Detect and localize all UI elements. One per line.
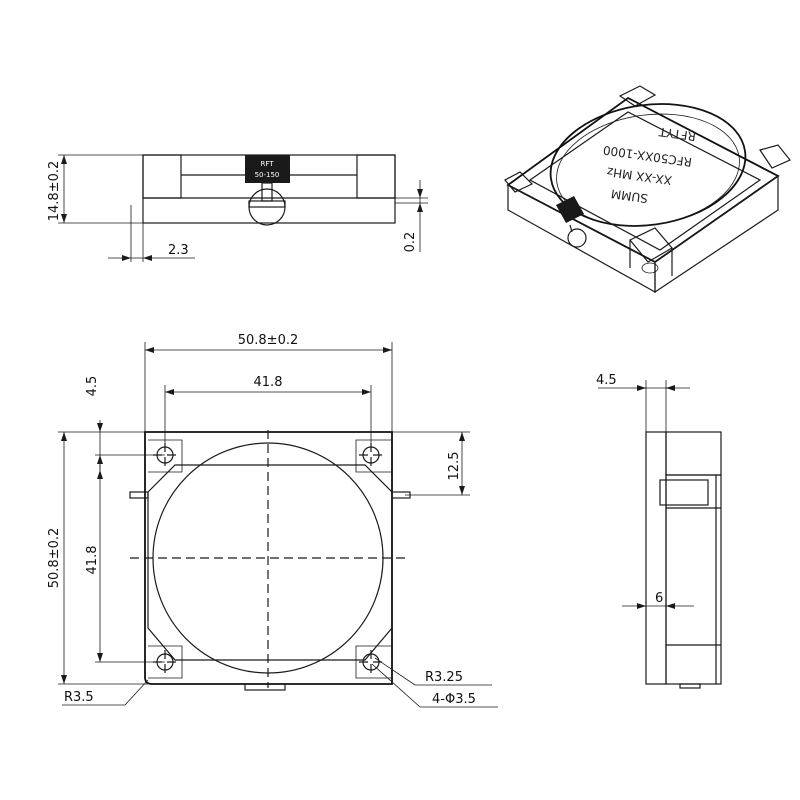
front-label-line2: 50-150 xyxy=(255,171,280,179)
front-tab-thickness-dim: 0.2 xyxy=(403,232,418,253)
top-view: 50.8±0.2 41.8 4.5 50.8±0.2 41.8 12. xyxy=(47,333,498,708)
side-flange-dim: 4.5 xyxy=(596,373,617,388)
top-width-dim: 50.8±0.2 xyxy=(238,333,299,348)
top-corner-radius-left: R3.5 xyxy=(64,690,94,705)
isometric-view: RFTYT RFC50XX-1000 XX-XX MHz SUMM xyxy=(504,85,791,294)
front-label-line1: RFT xyxy=(260,160,274,168)
top-corner-radius-right: R3.25 xyxy=(425,670,463,685)
front-height-dim: 14.8±0.2 xyxy=(47,161,62,222)
top-center-offset: 12.5 xyxy=(447,452,462,481)
top-hole-spacing-y: 41.8 xyxy=(85,546,100,575)
iso-line2: XX-XX MHz xyxy=(606,164,673,187)
front-view: RFT 50-150 14.8±0.2 2.3 0.2 xyxy=(47,154,428,262)
top-hole-callout: 4-Φ3.5 xyxy=(432,692,476,707)
iso-line1: RFC50XX-1000 xyxy=(602,143,693,169)
top-hole-spacing-x: 41.8 xyxy=(254,375,283,390)
iso-line3: SUMM xyxy=(610,186,649,205)
side-view: 4.5 6 xyxy=(596,373,722,689)
iso-brand: RFTYT xyxy=(657,124,696,143)
top-height-dim: 50.8±0.2 xyxy=(47,528,62,589)
top-edge-offset: 4.5 xyxy=(85,376,100,397)
side-tab-dim: 6 xyxy=(655,591,663,606)
front-tab-dim: 2.3 xyxy=(168,243,189,258)
